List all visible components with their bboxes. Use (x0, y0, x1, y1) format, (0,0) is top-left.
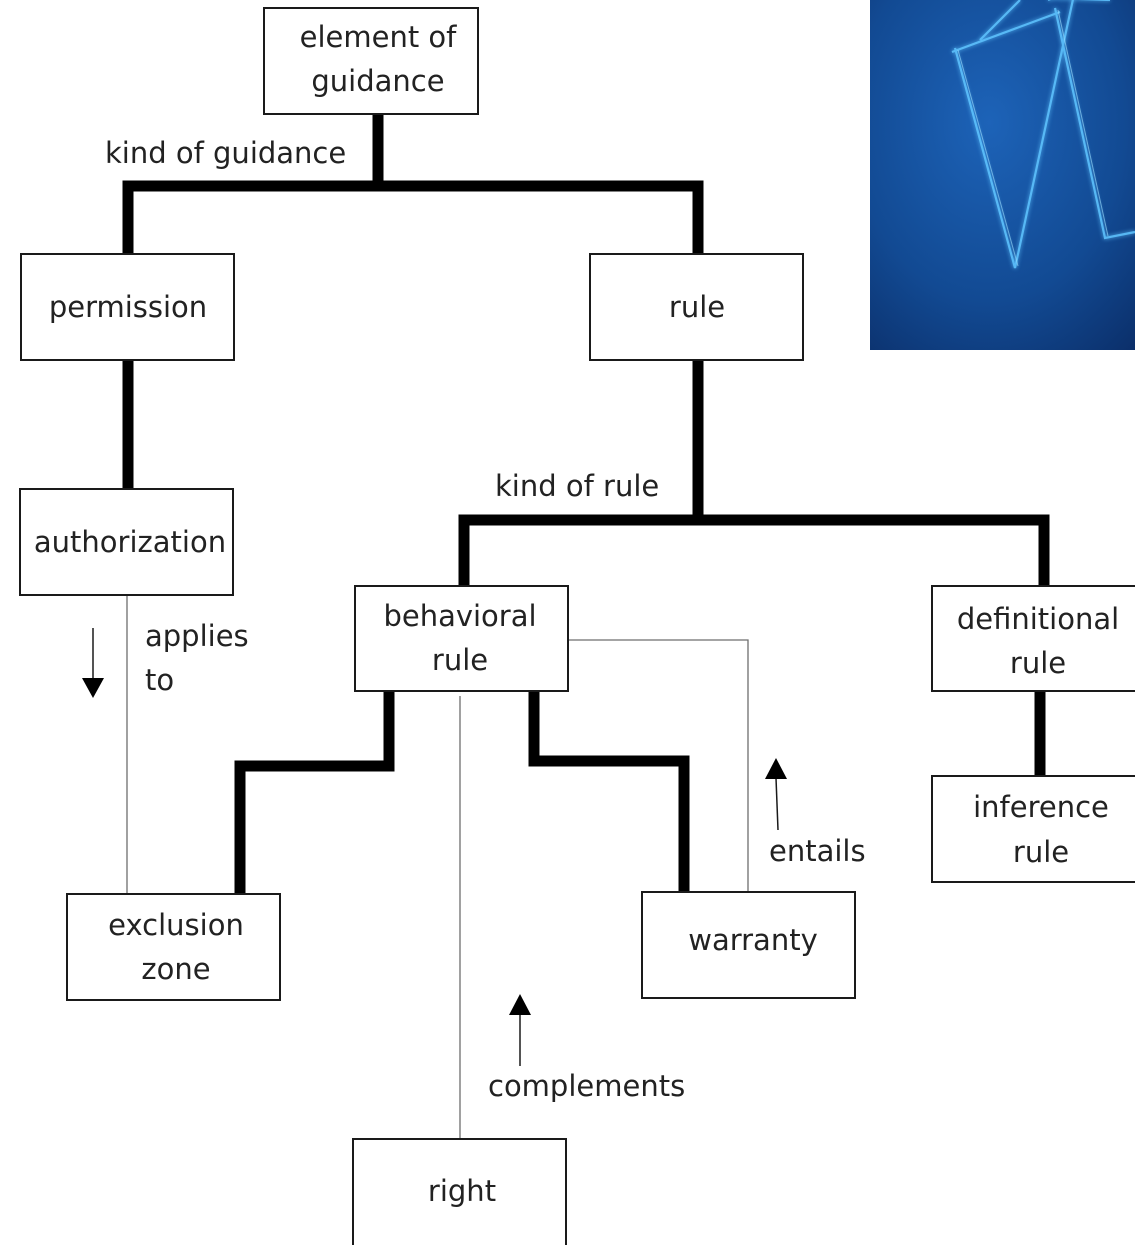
node-warranty: warranty (641, 891, 856, 999)
connector-behavioral-exclusion (234, 691, 395, 894)
label-complements: complements (488, 1069, 685, 1103)
connector-kind-of-guidance (122, 180, 704, 254)
node-inference-rule: inference rule (931, 775, 1135, 883)
arrow-entails (765, 758, 787, 831)
label-kind-of-rule: kind of rule (495, 469, 659, 503)
node-definitional-rule-line-1: definitional (957, 602, 1119, 636)
node-element-of-guidance-line-2: guidance (311, 64, 444, 98)
node-exclusion-zone-line-2: zone (141, 952, 210, 986)
label-applies-to-line-2: to (145, 663, 174, 697)
node-inference-rule-line-1: inference (973, 790, 1109, 824)
label-kind-of-guidance: kind of guidance (105, 136, 346, 170)
node-behavioral-rule-line-2: rule (432, 643, 488, 677)
node-warranty-label: warranty (688, 923, 818, 957)
relationship-lines (126, 595, 749, 1138)
arrow-applies-to (82, 628, 104, 698)
node-rule-label: rule (669, 290, 725, 324)
node-authorization-label: authorization (34, 525, 226, 559)
node-inference-rule-line-2: rule (1013, 835, 1069, 869)
node-authorization: authorization (19, 488, 234, 596)
node-definitional-rule: definitional rule (931, 585, 1135, 692)
node-element-of-guidance: element of guidance (263, 7, 479, 115)
label-applies-to-line-1: applies (145, 619, 249, 653)
node-right: right (352, 1138, 567, 1245)
node-definitional-rule-line-2: rule (1010, 646, 1066, 680)
node-permission-label: permission (49, 290, 207, 324)
connector-behavioral-warranty (528, 691, 690, 891)
hierarchy-connectors (122, 114, 1050, 894)
node-behavioral-rule-line-1: behavioral (383, 599, 536, 633)
node-exclusion-zone-line-1: exclusion (108, 908, 244, 942)
label-entails: entails (769, 834, 866, 868)
line-entails (568, 639, 749, 892)
node-rule: rule (589, 253, 804, 361)
node-permission: permission (20, 253, 235, 361)
arrow-complements (509, 994, 531, 1066)
blue-abstract-lines-graphic (870, 0, 1135, 350)
node-behavioral-rule: behavioral rule (354, 585, 569, 692)
blue-abstract-lines-image (870, 0, 1135, 350)
node-element-of-guidance-line-1: element of (300, 20, 458, 54)
node-exclusion-zone: exclusion zone (66, 893, 281, 1001)
node-right-label: right (428, 1174, 496, 1208)
connector-kind-of-rule (458, 514, 1050, 587)
